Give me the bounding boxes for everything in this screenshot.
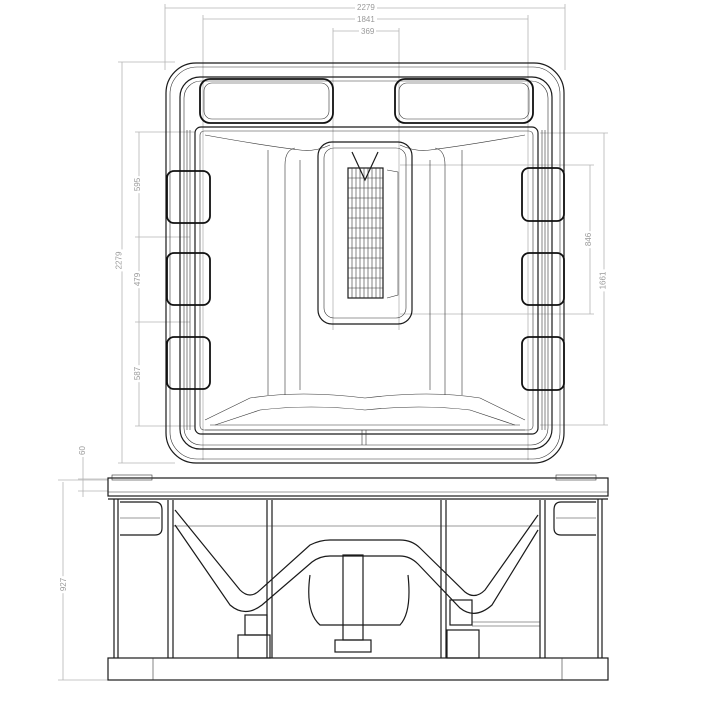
dim-overall-depth: 2279 [114,249,124,272]
dim-footwell-width: 369 [359,27,377,36]
dim-footwell-length: 846 [584,230,594,249]
seat-pad-right-3 [521,336,565,391]
seat-pad-right-1 [521,167,565,222]
side-elevation [107,474,609,681]
seat-pad-right-2 [521,252,565,306]
plan-view [165,62,565,464]
seat-pad-left-3 [166,336,211,390]
seat-pad-left-2 [166,252,211,306]
filter-grille [348,168,383,298]
seat-pad-left-1 [166,170,211,224]
dim-lip-height: 60 [77,444,87,457]
dim-seat-spacing-1: 595 [133,175,143,194]
dim-inner-width: 1841 [355,15,377,24]
dim-seat-spacing-3: 587 [133,364,143,383]
dim-seat-spacing-2: 479 [133,270,143,289]
dim-overall-width: 2279 [355,3,377,12]
dim-overall-height: 927 [59,575,69,594]
dim-inner-length: 1661 [598,269,608,292]
